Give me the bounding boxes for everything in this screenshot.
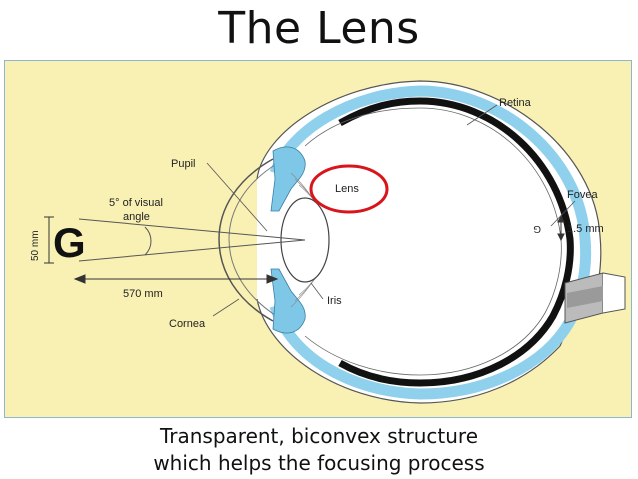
distance-arrow (73, 274, 279, 284)
eye-diagram: Retina Pupil Lens Fovea 5° of visual ang… (4, 60, 632, 418)
label-fovea-size: 1.5 mm (567, 223, 604, 235)
label-retina: Retina (499, 97, 532, 109)
slide-title: The Lens (218, 3, 420, 54)
height-dimension (44, 216, 54, 264)
caption-line-1: Transparent, biconvex structure (159, 424, 479, 448)
sclera-blue-layer (269, 85, 592, 400)
eye-diagram-svg: Retina Pupil Lens Fovea 5° of visual ang… (30, 80, 626, 404)
iris-lower (270, 268, 306, 334)
retina-line (304, 107, 562, 376)
lens-highlight-circle (309, 164, 389, 214)
caption-line-2: which helps the focusing process (153, 451, 485, 475)
label-lens: Lens (335, 183, 359, 195)
letter-g: G (53, 219, 86, 266)
label-pupil: Pupil (171, 158, 195, 170)
optic-nerve (564, 272, 626, 324)
label-visual-angle-1: 5° of visual (109, 197, 163, 209)
choroid-band (338, 97, 574, 387)
label-fovea: Fovea (567, 189, 598, 201)
visual-angle-lines (78, 218, 306, 262)
label-visual-angle-2: angle (123, 211, 150, 223)
label-cornea: Cornea (169, 318, 206, 330)
cornea-shape (218, 158, 274, 322)
label-iris: Iris (327, 295, 342, 307)
sclera-outer (256, 80, 602, 404)
retinal-image-g: G (533, 223, 541, 234)
leader-lines (206, 104, 576, 317)
label-distance: 570 mm (123, 288, 163, 300)
iris-upper (270, 146, 306, 212)
label-height: 50 mm (30, 230, 41, 261)
fovea-size-arrow (557, 214, 565, 242)
